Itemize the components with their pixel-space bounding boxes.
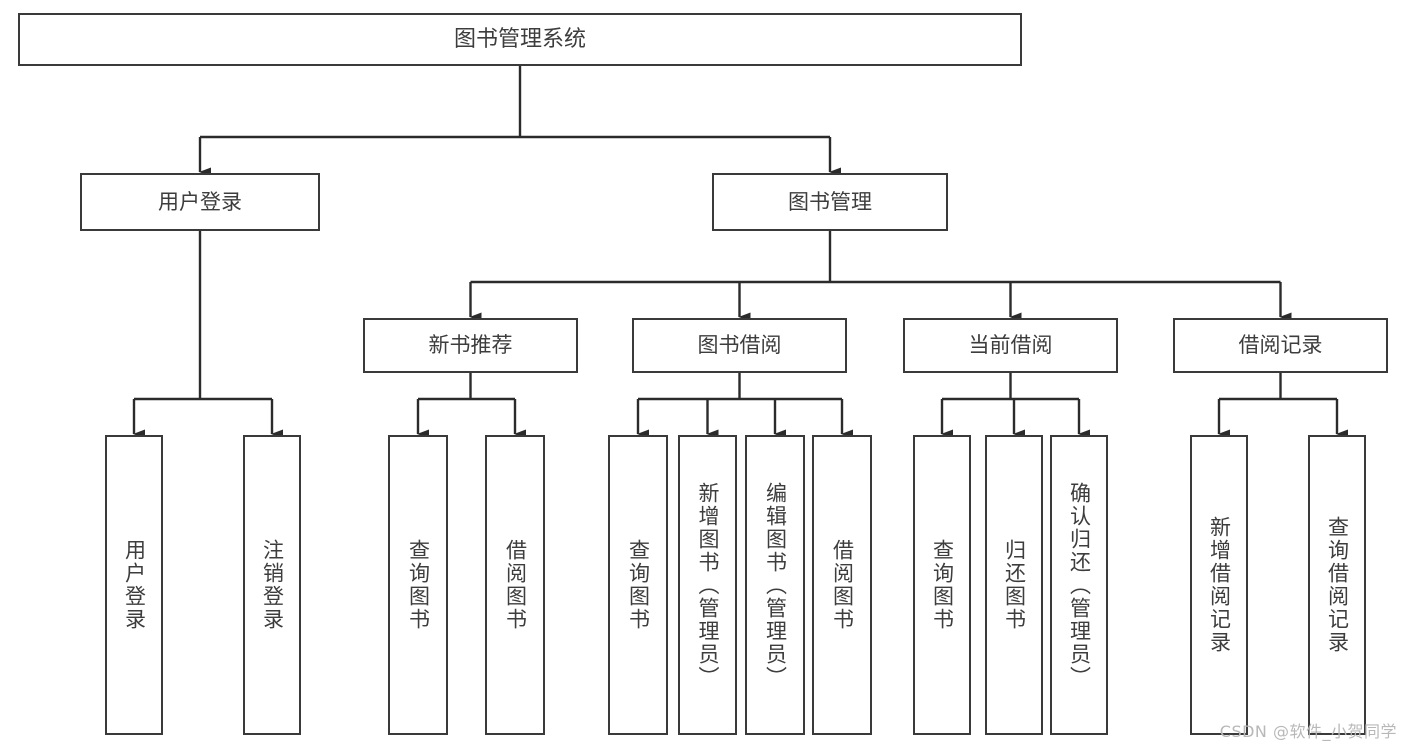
node-leaf-query-book-2: 查询图书 bbox=[608, 435, 668, 735]
node-leaf-borrow-book-1: 借阅图书 bbox=[485, 435, 545, 735]
node-leaf-query-record: 查询借阅记录 bbox=[1308, 435, 1366, 735]
node-label: 新增图书（管理员） bbox=[696, 481, 720, 689]
node-leaf-logout: 注销登录 bbox=[243, 435, 301, 735]
node-borrow: 图书借阅 bbox=[632, 318, 847, 373]
node-leaf-add-book: 新增图书（管理员） bbox=[678, 435, 737, 735]
node-label: 查询图书 bbox=[626, 539, 651, 631]
node-label: 注销登录 bbox=[260, 539, 285, 631]
node-label: 借阅图书 bbox=[830, 539, 855, 631]
node-label: 编辑图书（管理员） bbox=[763, 481, 788, 689]
node-bookmgmt: 图书管理 bbox=[712, 173, 948, 231]
node-label: 图书管理 bbox=[788, 189, 872, 214]
node-leaf-borrow-book-2: 借阅图书 bbox=[812, 435, 872, 735]
node-login: 用户登录 bbox=[80, 173, 320, 231]
node-label: 查询图书 bbox=[406, 539, 431, 631]
node-label: 查询借阅记录 bbox=[1325, 516, 1350, 654]
node-label: 新增借阅记录 bbox=[1207, 516, 1232, 654]
node-leaf-query-book-3: 查询图书 bbox=[913, 435, 971, 735]
node-label: 归还图书 bbox=[1002, 539, 1027, 631]
node-label: 用户登录 bbox=[158, 189, 242, 214]
csdn-watermark: CSDN @软件_小贺同学 bbox=[1219, 722, 1397, 741]
node-label: 借阅记录 bbox=[1238, 333, 1323, 358]
node-label: 新书推荐 bbox=[428, 333, 513, 358]
node-label: 查询图书 bbox=[930, 539, 955, 631]
node-current: 当前借阅 bbox=[903, 318, 1118, 373]
node-label: 图书借阅 bbox=[697, 333, 782, 358]
node-leaf-edit-book: 编辑图书（管理员） bbox=[745, 435, 805, 735]
node-label: 用户登录 bbox=[122, 539, 147, 631]
node-leaf-add-record: 新增借阅记录 bbox=[1190, 435, 1248, 735]
node-leaf-query-book-1: 查询图书 bbox=[388, 435, 448, 735]
node-label: 借阅图书 bbox=[503, 539, 528, 631]
node-root: 图书管理系统 bbox=[18, 13, 1022, 66]
node-leaf-user-login: 用户登录 bbox=[105, 435, 163, 735]
node-label: 确认归还（管理员） bbox=[1067, 481, 1092, 689]
node-records: 借阅记录 bbox=[1173, 318, 1388, 373]
node-leaf-confirm-return: 确认归还（管理员） bbox=[1050, 435, 1108, 735]
node-label: 当前借阅 bbox=[968, 333, 1053, 358]
node-newbook: 新书推荐 bbox=[363, 318, 578, 373]
node-leaf-return-book: 归还图书 bbox=[985, 435, 1043, 735]
node-label: 图书管理系统 bbox=[453, 26, 586, 52]
